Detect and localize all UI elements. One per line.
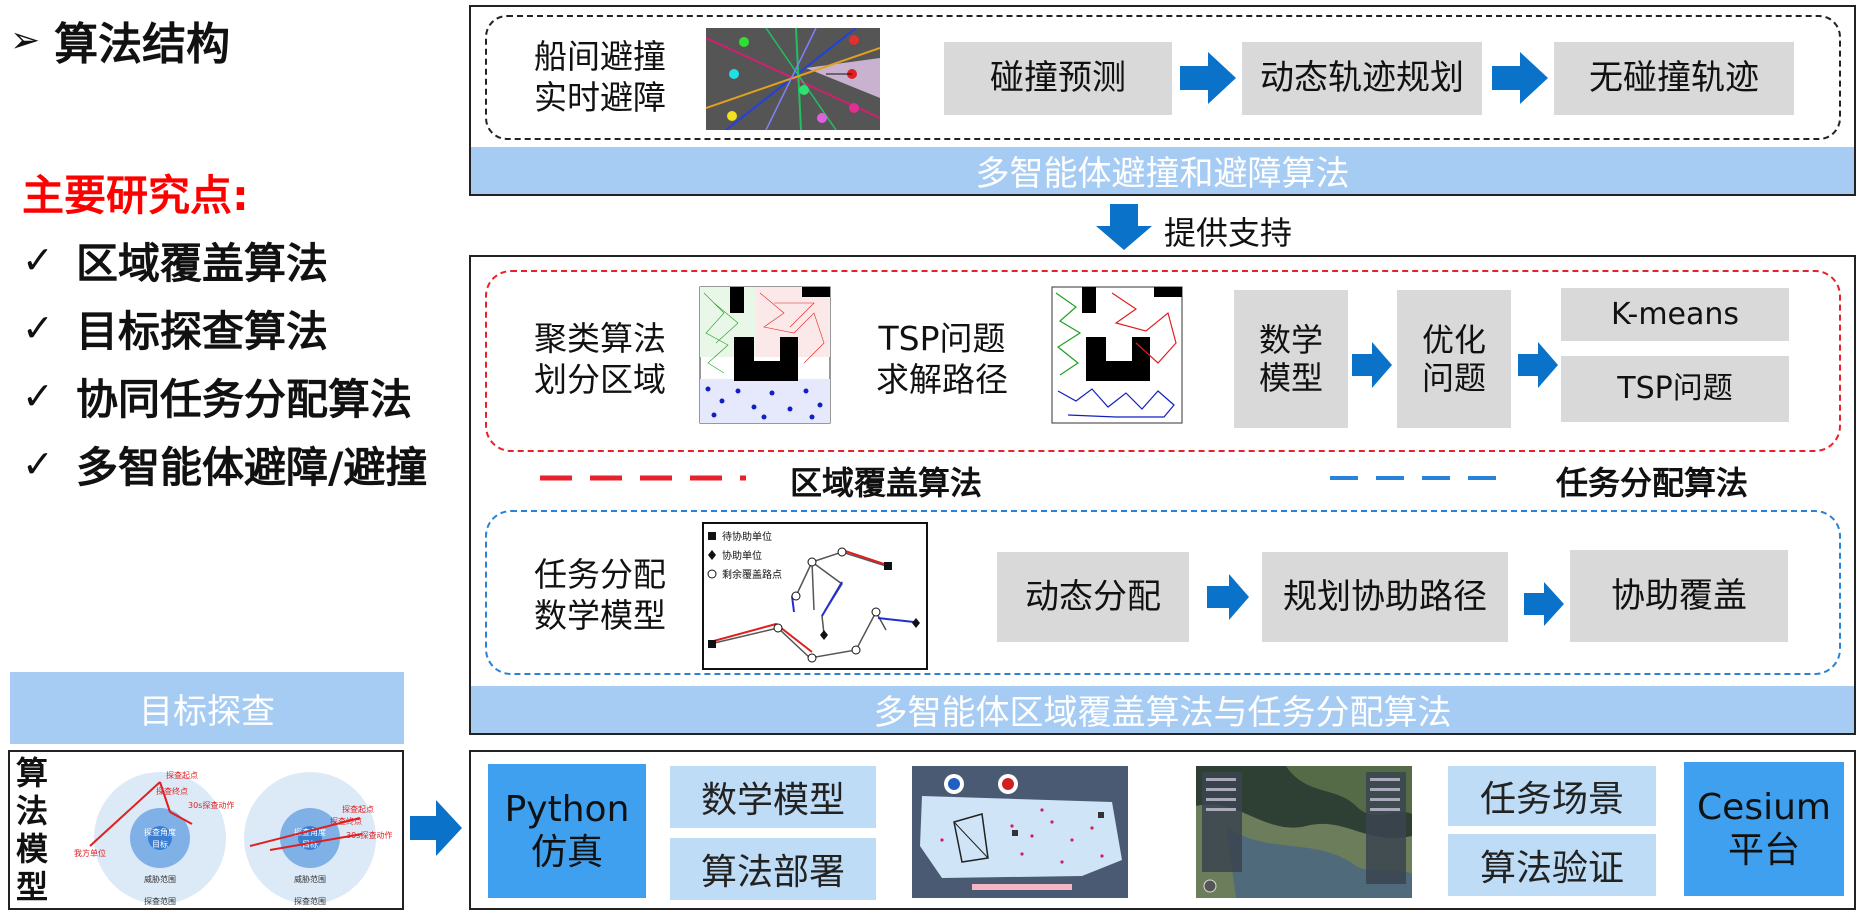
right-arrow-icon: [1492, 52, 1548, 104]
research-point-label: 区域覆盖算法: [76, 238, 329, 288]
allocation-label: 任务分配数学模型: [534, 555, 666, 636]
right-arrow-icon: [1352, 342, 1392, 388]
optimization-box: 优化 问题: [1397, 290, 1511, 428]
platform-panel: [469, 750, 1856, 910]
research-point: ✓ 目标探查算法: [22, 294, 427, 362]
check-icon: ✓: [22, 306, 54, 350]
section-heading: ➢ 算法结构: [10, 8, 230, 72]
svg-text:30s探查动作: 30s探查动作: [188, 800, 234, 810]
check-icon: ✓: [22, 374, 54, 418]
research-point: ✓ 协同任务分配算法: [22, 362, 427, 430]
collision-free-box: 无碰撞轨迹: [1554, 42, 1794, 115]
collision-simulation-image: [706, 28, 880, 130]
svg-text:待协助单位: 待协助单位: [722, 530, 772, 543]
svg-text:目标: 目标: [152, 839, 168, 849]
dynamic-allocation-box: 动态分配: [997, 552, 1189, 642]
collision-banner: 多智能体避撞和避障算法: [471, 147, 1854, 194]
algo-model-box: 算 法 模 型 探查角度 目标 威胁范围 探查范围 探查起点 30s探查动作 探…: [8, 750, 404, 910]
exploration-model-diagram: 探查角度 目标 威胁范围 探查范围 探查起点 30s探查动作 探查终点 我方单位…: [74, 770, 392, 906]
svg-text:探查角度: 探查角度: [144, 827, 176, 837]
research-point: ✓ 多智能体避障/避撞: [22, 430, 427, 498]
algo-verify-item: 算法验证: [1448, 834, 1656, 896]
svg-text:探查范围: 探查范围: [144, 896, 176, 906]
blue-dash-legend: [1330, 476, 1510, 480]
tsp-output-box: TSP问题: [1561, 356, 1789, 422]
research-point-label: 多智能体避障/避撞: [76, 442, 428, 492]
coverage-allocation-panel: [469, 255, 1856, 735]
support-label: 提供支持: [1164, 214, 1293, 252]
allocation-legend-label: 任务分配算法: [1556, 464, 1749, 502]
svg-text:威胁范围: 威胁范围: [144, 874, 176, 884]
right-arrow-icon: [1180, 52, 1236, 104]
svg-text:探查终点: 探查终点: [156, 786, 188, 796]
page-title: 算法结构: [54, 19, 231, 70]
collision-predict-box: 碰撞预测: [944, 42, 1172, 115]
svg-text:协助单位: 协助单位: [722, 549, 762, 562]
math-model-box: 数学 模型: [1234, 290, 1348, 428]
algo-deploy-item: 算法部署: [670, 838, 876, 900]
clustering-plot-image: [699, 286, 831, 424]
dynamic-trajectory-box: 动态轨迹规划: [1242, 42, 1482, 115]
right-arrow-icon: [1524, 582, 1564, 626]
right-arrow-icon: [1207, 574, 1249, 620]
svg-text:我方单位: 我方单位: [74, 848, 106, 858]
allocation-diagram-image: 待协助单位 协助单位 剩余覆盖路点: [702, 522, 928, 670]
collision-dashed-box: [485, 15, 1841, 140]
research-point: ✓ 区域覆盖算法: [22, 226, 427, 294]
target-explore-banner: 目标探查: [10, 672, 404, 744]
assist-coverage-box: 协助覆盖: [1570, 550, 1788, 642]
python-simulation-screenshot: [912, 766, 1128, 898]
research-heading: 主要研究点:: [22, 171, 249, 220]
mission-scene-item: 任务场景: [1448, 766, 1656, 826]
coverage-allocation-banner: 多智能体区域覆盖算法与任务分配算法: [471, 686, 1854, 733]
clustering-label: 聚类算法划分区域: [534, 319, 666, 400]
svg-text:威胁范围: 威胁范围: [294, 874, 326, 884]
arrowhead-bullet-icon: ➢: [10, 19, 41, 61]
check-icon: ✓: [22, 238, 54, 282]
svg-text:探查起点: 探查起点: [342, 804, 374, 814]
coverage-red-dashed-box: [485, 270, 1841, 452]
algo-model-label: 算 法 模 型: [16, 754, 49, 906]
svg-text:30s探查动作: 30s探查动作: [346, 830, 392, 840]
plan-assist-path-box: 规划协助路径: [1262, 552, 1508, 642]
research-point-label: 目标探查算法: [76, 306, 329, 356]
svg-text:剩余覆盖路点: 剩余覆盖路点: [722, 568, 782, 581]
math-model-item: 数学模型: [670, 766, 876, 828]
tsp-plot-image: [1051, 286, 1183, 424]
right-arrow-icon: [410, 800, 462, 856]
svg-text:探查角度: 探查角度: [294, 827, 326, 837]
tsp-label: TSP问题求解路径: [876, 319, 1008, 400]
research-points: ✓ 区域覆盖算法 ✓ 目标探查算法 ✓ 协同任务分配算法 ✓ 多智能体避障/避撞: [22, 226, 427, 498]
red-dash-legend: [540, 475, 746, 481]
coverage-legend-label: 区域覆盖算法: [790, 464, 983, 502]
allocation-blue-dashed-box: [485, 510, 1841, 675]
research-point-label: 协同任务分配算法: [76, 374, 413, 424]
down-arrow-icon: [1096, 204, 1152, 250]
svg-text:探查起点: 探查起点: [166, 770, 198, 780]
svg-text:探查终点: 探查终点: [330, 816, 362, 826]
collision-avoidance-panel: [469, 5, 1856, 196]
right-arrow-icon: [1518, 342, 1558, 388]
svg-text:探查范围: 探查范围: [294, 896, 326, 906]
cesium-map-screenshot: [1196, 766, 1412, 898]
kmeans-box: K-means: [1561, 288, 1789, 341]
check-icon: ✓: [22, 442, 54, 486]
collision-label: 船间避撞实时避障: [534, 37, 666, 118]
